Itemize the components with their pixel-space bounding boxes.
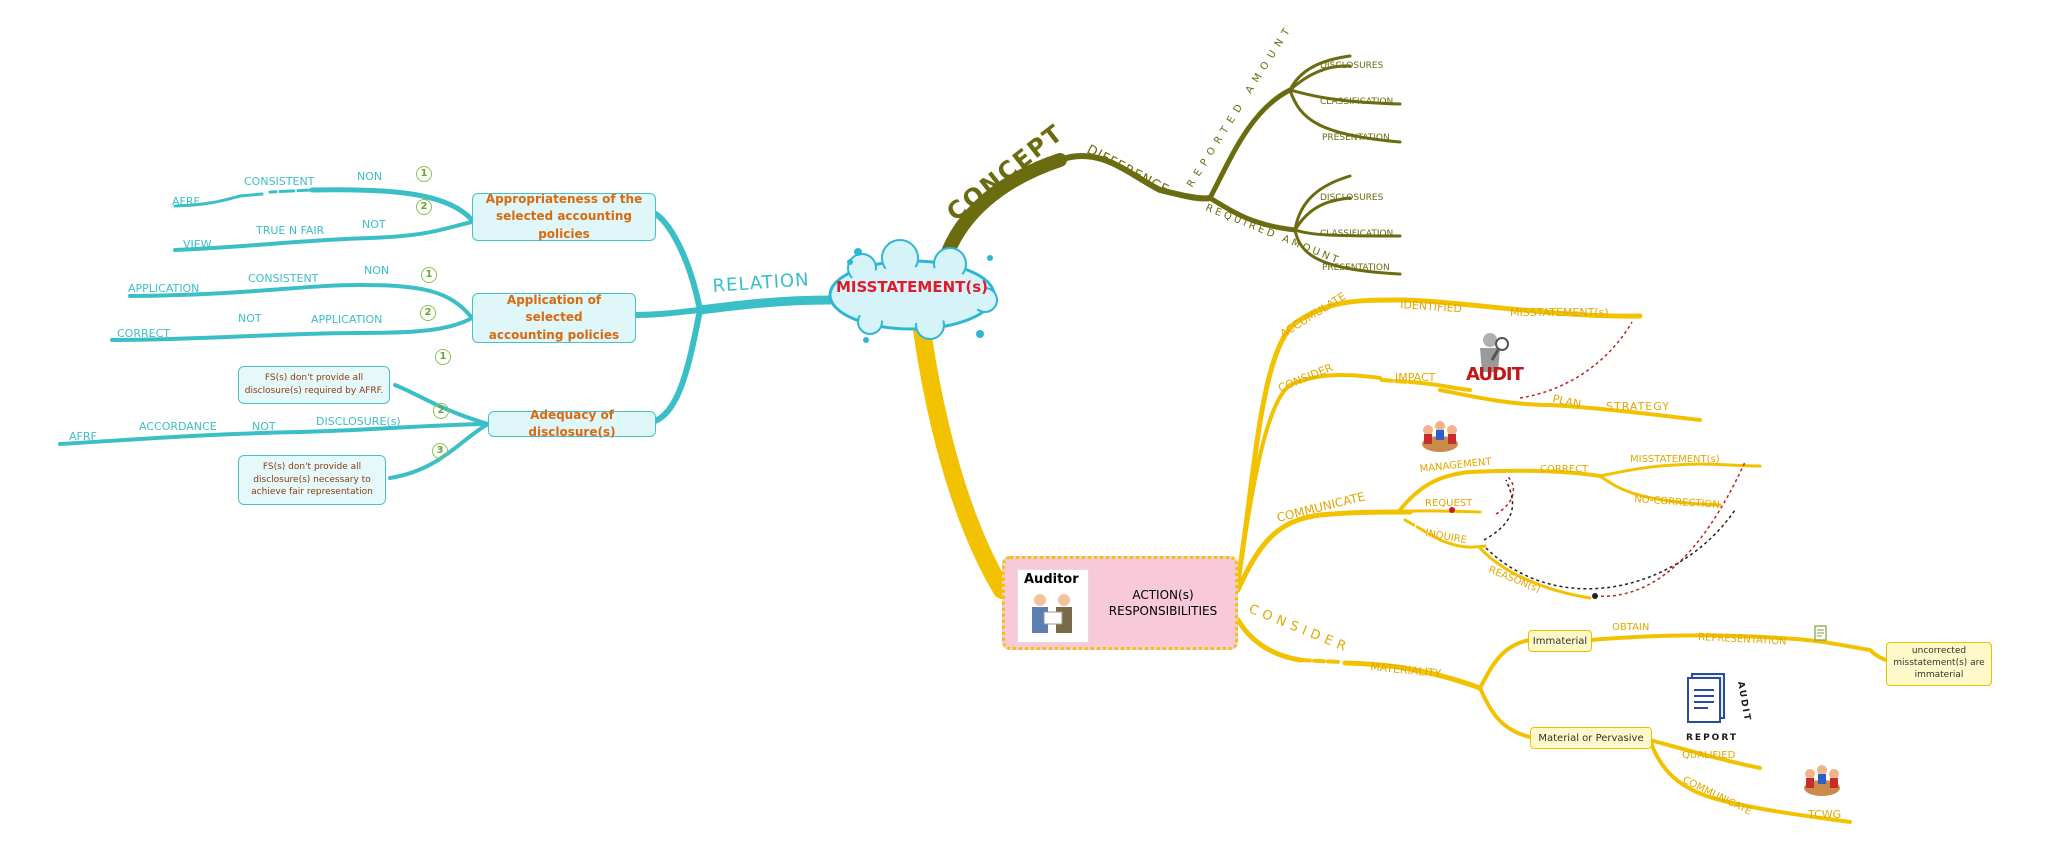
reported-leaf-disclosures: DISCLOSURES xyxy=(1320,61,1384,71)
t3-afrf: AFRF xyxy=(69,430,97,443)
auditor-label: Auditor xyxy=(1024,572,1079,587)
t1-non: NON xyxy=(357,170,382,183)
topic-application[interactable]: Application of selected accounting polic… xyxy=(472,293,636,343)
act-reasons: REASON(s) xyxy=(1487,565,1542,596)
act-no-correction: NO-CORRECTION xyxy=(1634,494,1720,511)
topic-appropriateness[interactable]: Appropriateness of the selected accounti… xyxy=(472,191,656,241)
concept-reported-amount: REPORTED AMOUNT xyxy=(1185,22,1296,190)
uncorrected-line2: misstatement(s) are xyxy=(1893,658,1985,669)
act-identified: IDENTIFIED xyxy=(1400,298,1463,315)
audit-person-icon xyxy=(1480,333,1509,372)
center-cloud xyxy=(828,239,998,343)
act-correct: CORRECT xyxy=(1540,464,1589,475)
act-misstatements1: MISSTATEMENT(s) xyxy=(1510,306,1609,319)
act-materiality: MATERIALITY xyxy=(1370,660,1442,680)
topic-appropriateness-line2: selected accounting policies xyxy=(496,209,632,241)
relation-label: RELATION xyxy=(712,269,810,297)
t3-number-1: 1 xyxy=(435,349,451,365)
required-leaf-disclosures: DISCLOSURES xyxy=(1320,193,1384,203)
act-impact: IMPACT xyxy=(1395,371,1436,384)
t3-disclosures: DISCLOSURE(s) xyxy=(316,415,401,428)
t3-number-2: 2 xyxy=(433,403,449,419)
required-leaf-presentation: PRESENTATION xyxy=(1322,263,1390,273)
act-plan: PLAN xyxy=(1551,392,1582,411)
concept-difference: DIFFERENCE xyxy=(1084,142,1172,198)
t2-not: NOT xyxy=(238,312,262,325)
act-representation: REPRESENTATION xyxy=(1698,632,1787,648)
topic-appropriateness-line1: Appropriateness of the xyxy=(485,191,643,206)
material-pervasive-box[interactable]: Material or Pervasive xyxy=(1530,727,1652,749)
uncorrected-line1: uncorrected xyxy=(1911,646,1967,657)
t3-note-3-line1: FS(s) don't provide all xyxy=(262,462,362,473)
t3-note-3[interactable]: FS(s) don't provide all disclosure(s) ne… xyxy=(238,455,386,505)
t1-consistent: CONSISTENT xyxy=(244,175,315,188)
reported-leaf-classification: CLASSIFICATION xyxy=(1320,97,1393,107)
topic-adequacy-line1: Adequacy of disclosure(s) xyxy=(528,407,616,439)
feedback-arrows xyxy=(1449,321,1746,599)
topic-application-line1: Application of selected xyxy=(506,292,602,325)
t2-application2: APPLICATION xyxy=(311,313,382,326)
relation-branches xyxy=(58,187,835,480)
concept-branches xyxy=(938,54,1402,276)
center-topic-label: MISSTATEMENT(s) xyxy=(835,278,989,296)
center-topic[interactable]: MISSTATEMENT(s) xyxy=(822,248,1002,340)
immaterial-label: Immaterial xyxy=(1532,635,1588,647)
document-icon xyxy=(1814,625,1827,641)
act-tcwg: TCWG xyxy=(1807,808,1841,821)
act-consider1: CONSIDER xyxy=(1276,361,1335,395)
t2-non: NON xyxy=(364,264,389,277)
t1-true-n-fair: TRUE N FAIR xyxy=(255,224,325,237)
t2-number-2: 2 xyxy=(420,305,436,321)
t1-afrf: AFRF xyxy=(172,195,200,208)
uncorrected-box[interactable]: uncorrected misstatement(s) are immateri… xyxy=(1886,642,1992,686)
team-meeting-icon-2 xyxy=(1804,765,1840,796)
t3-accordance: ACCORDANCE xyxy=(139,420,217,433)
t2-number-1: 1 xyxy=(421,267,437,283)
t3-note-1-line2: disclosure(s) required by AFRF. xyxy=(244,386,384,396)
action-responsibilities-text: ACTION(s) RESPONSIBILITIES xyxy=(1093,587,1233,619)
t3-note-1[interactable]: FS(s) don't provide all disclosure(s) re… xyxy=(238,366,390,404)
uncorrected-line3: immaterial xyxy=(1914,669,1964,680)
act-accumulate: ACCUMULATE xyxy=(1278,290,1349,341)
audit-report-word2: REPORT xyxy=(1686,733,1738,743)
audit-logo-text: AUDIT xyxy=(1466,364,1524,385)
action-line1: ACTION(s) xyxy=(1132,588,1194,602)
t1-number-1: 1 xyxy=(416,166,432,182)
t3-note-3-line3: achieve fair representation xyxy=(251,487,373,498)
t3-not: NOT xyxy=(252,420,276,433)
act-communicate1: COMMUNICATE xyxy=(1275,489,1366,524)
concept-label: CONCEPT xyxy=(941,118,1069,226)
audit-report-icon xyxy=(1687,673,1725,723)
immaterial-box[interactable]: Immaterial xyxy=(1528,630,1592,652)
act-strategy: STRATEGY xyxy=(1606,400,1670,413)
team-meeting-icon-1 xyxy=(1422,421,1458,452)
t1-number-2: 2 xyxy=(416,199,432,215)
reported-leaf-presentation: PRESENTATION xyxy=(1322,133,1390,143)
t2-consistent: CONSISTENT xyxy=(248,272,319,285)
auditor-image: Auditor xyxy=(1017,569,1089,643)
auditor-figures-icon xyxy=(1032,594,1072,633)
action-line2: RESPONSIBILITIES xyxy=(1108,604,1218,619)
t3-note-3-line2: disclosure(s) necessary to xyxy=(253,474,371,485)
action-responsibilities-box[interactable]: Auditor ACTION(s) RESPONSIBILITIES xyxy=(1002,556,1238,650)
action-branches xyxy=(913,297,1922,824)
t3-note-1-line1: FS(s) don't provide all xyxy=(264,373,364,384)
t2-application: APPLICATION xyxy=(128,282,199,295)
act-request: REQUEST xyxy=(1425,498,1473,509)
material-pervasive-label: Material or Pervasive xyxy=(1538,732,1644,744)
act-obtain: OBTAIN xyxy=(1612,622,1649,633)
t2-correct: CORRECT xyxy=(117,327,170,340)
t3-number-3: 3 xyxy=(432,443,448,459)
topic-application-line2: accounting policies xyxy=(488,327,620,342)
t1-view: VIEW xyxy=(183,238,212,251)
act-communicate2: COMMUNICATE xyxy=(1681,775,1754,818)
act-misstatements2: MISSTATEMENT(s) xyxy=(1630,454,1720,465)
act-qualified: QUALIFIED xyxy=(1682,750,1736,761)
topic-adequacy[interactable]: Adequacy of disclosure(s) xyxy=(488,408,656,439)
required-leaf-classification: CLASSIFICATION xyxy=(1320,229,1393,239)
audit-report-word1: AUDIT xyxy=(1735,681,1752,723)
t1-not: NOT xyxy=(362,218,386,231)
